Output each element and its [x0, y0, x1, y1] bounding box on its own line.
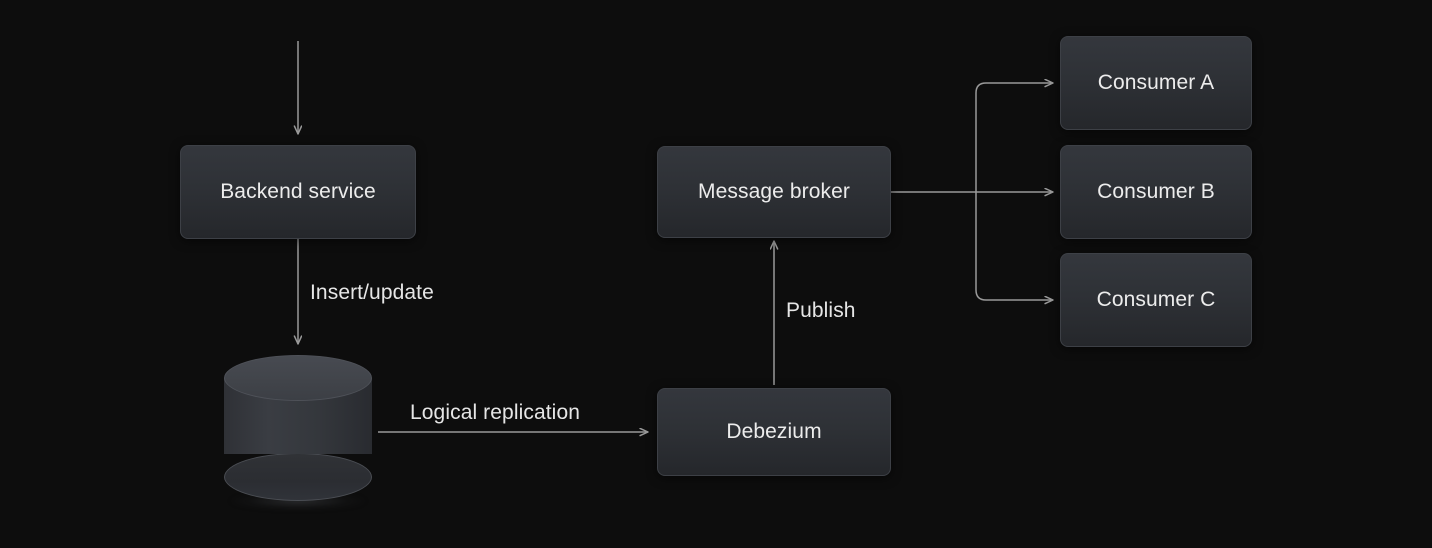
edge-fanout-consumer-a: [975, 83, 1053, 192]
node-message-broker[interactable]: Message broker: [657, 146, 891, 238]
node-consumer-a-label: Consumer A: [1097, 71, 1215, 94]
node-debezium-label: Debezium: [726, 420, 822, 443]
edge-label-insert-update: Insert/update: [310, 281, 434, 305]
node-consumer-c-label: Consumer C: [1096, 288, 1216, 311]
edge-label-insert-update-text: Insert/update: [310, 281, 434, 304]
node-consumer-b[interactable]: Consumer B: [1060, 145, 1252, 239]
node-message-broker-label: Message broker: [698, 180, 850, 203]
node-debezium[interactable]: Debezium: [657, 388, 891, 476]
edge-label-logical-replication-text: Logical replication: [410, 401, 581, 424]
edge-label-logical-replication: Logical replication: [410, 401, 580, 425]
node-consumer-a[interactable]: Consumer A: [1060, 36, 1252, 130]
node-consumer-b-label: Consumer B: [1097, 180, 1215, 203]
database-top-ellipse: [224, 355, 372, 401]
edge-label-publish-text: Publish: [786, 299, 856, 322]
node-database[interactable]: [224, 355, 372, 510]
edge-label-publish: Publish: [786, 299, 856, 323]
edge-fanout-consumer-c: [975, 192, 1053, 300]
node-backend-service-label: Backend service: [220, 180, 376, 203]
database-bottom-ellipse: [224, 453, 372, 501]
node-consumer-c[interactable]: Consumer C: [1060, 253, 1252, 347]
node-backend-service[interactable]: Backend service: [180, 145, 416, 239]
